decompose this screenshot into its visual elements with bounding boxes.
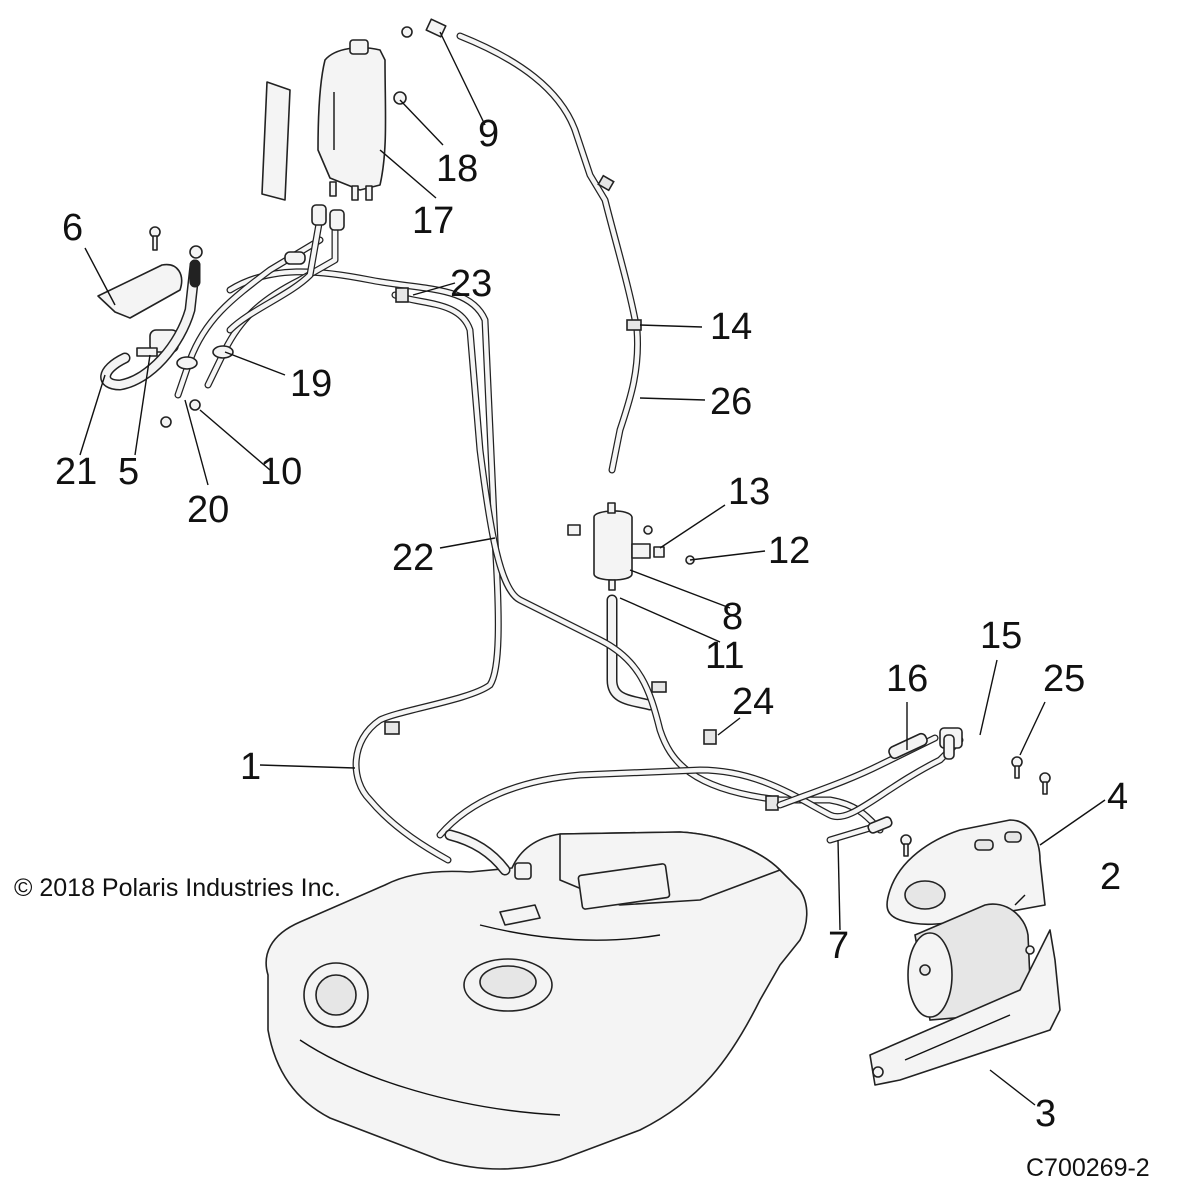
fuel-hose xyxy=(456,32,642,474)
fuel-filter xyxy=(567,502,695,591)
callout-6: 6 xyxy=(62,207,84,249)
clip xyxy=(703,729,717,745)
callout-5: 5 xyxy=(118,451,140,493)
callout-25: 25 xyxy=(1043,658,1086,700)
callout-17: 17 xyxy=(412,200,455,242)
callout-19: 19 xyxy=(290,363,333,405)
vent-hoses-left xyxy=(100,204,345,428)
callout-1: 1 xyxy=(240,746,262,788)
canister-cover xyxy=(886,819,1046,926)
callout-10: 10 xyxy=(260,451,303,493)
callout-2: 2 xyxy=(1100,856,1122,898)
copyright-notice: © 2018 Polaris Industries Inc. xyxy=(14,874,341,902)
evap-canister xyxy=(907,903,1031,1021)
hose-connector xyxy=(425,18,447,38)
callout-14: 14 xyxy=(710,306,753,348)
callout-12: 12 xyxy=(768,530,811,572)
fuel-tank xyxy=(265,831,808,1170)
callout-20: 20 xyxy=(187,489,230,531)
callout-26: 26 xyxy=(710,381,753,423)
main-fuel-line xyxy=(226,268,964,880)
fuel-hose-lower xyxy=(606,594,656,711)
leader-lines xyxy=(79,31,1106,1106)
push-rivet xyxy=(393,26,413,105)
callout-4: 4 xyxy=(1107,776,1129,818)
callout-21: 21 xyxy=(55,451,98,493)
vent-hose xyxy=(776,727,963,844)
callout-18: 18 xyxy=(436,148,479,190)
callout-13: 13 xyxy=(728,471,771,513)
figure-id: C700269-2 xyxy=(1026,1154,1150,1182)
callout-11: 11 xyxy=(705,635,745,677)
callout-7: 7 xyxy=(828,925,850,967)
callout-16: 16 xyxy=(886,658,929,700)
callout-23: 23 xyxy=(450,263,493,305)
callout-15: 15 xyxy=(980,615,1023,657)
canister-mounting-bracket xyxy=(869,929,1061,1086)
callout-3: 3 xyxy=(1035,1093,1057,1135)
callout-8: 8 xyxy=(722,596,744,638)
adhesive-strip xyxy=(261,81,291,201)
callout-22: 22 xyxy=(392,537,435,579)
callout-24: 24 xyxy=(732,681,775,723)
callout-9: 9 xyxy=(478,113,500,155)
overflow-reservoir xyxy=(317,39,387,201)
valve-shield xyxy=(97,226,183,319)
bolt xyxy=(900,756,1051,857)
